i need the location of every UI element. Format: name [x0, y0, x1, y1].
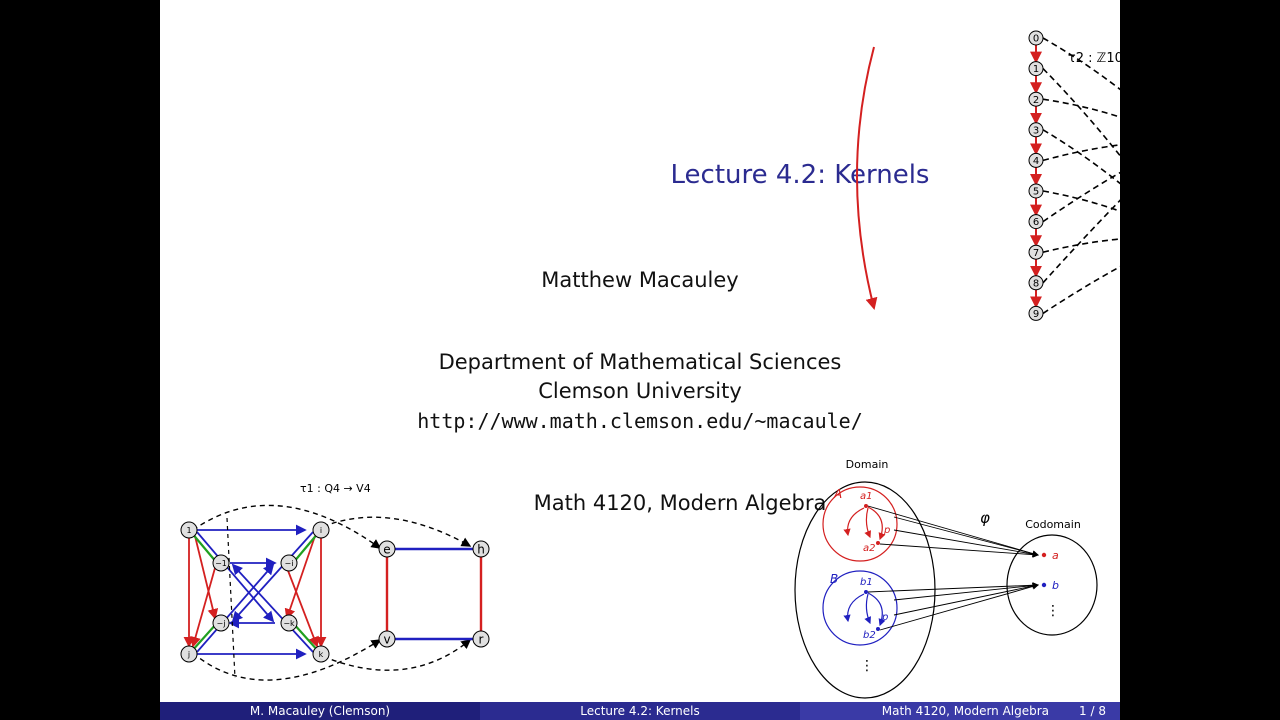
footer-course: Math 4120, Modern Algebra — [881, 704, 1050, 718]
z10-node-5: 5 — [1028, 183, 1044, 199]
svg-text:5: 5 — [1033, 187, 1039, 198]
svg-text:−i: −i — [285, 559, 294, 568]
footer-author: M. Macauley (Clemson) — [160, 702, 480, 720]
footer-bar: M. Macauley (Clemson) Lecture 4.2: Kerne… — [160, 702, 1120, 720]
svg-text:i: i — [320, 526, 322, 535]
phi-diagram: Domain Codomain φ A B a1 a2 p b1 b2 p — [794, 458, 1098, 699]
department: Department of Mathematical Sciences — [438, 350, 842, 374]
v4-node-h: h — [472, 540, 490, 558]
v4-node-r: r — [472, 630, 490, 648]
svg-text:4: 4 — [1033, 156, 1039, 167]
codomain-ellipsis: ⋮ — [1046, 603, 1060, 619]
q4-node-6: j — [180, 645, 198, 663]
z10-node-1: 1 — [1028, 61, 1044, 77]
svg-text:−1: −1 — [215, 559, 227, 568]
svg-text:0: 0 — [1033, 34, 1039, 45]
z10-node-6: 6 — [1028, 214, 1044, 230]
q4-node-0: 1 — [180, 521, 198, 539]
tau1-label: τ1 : Q4 → V4 — [300, 482, 371, 495]
svg-text:2: 2 — [1033, 95, 1039, 106]
svg-text:6: 6 — [1033, 217, 1039, 228]
footer-course-section: Math 4120, Modern Algebra 1 / 8 — [800, 702, 1120, 720]
phi-label: φ — [980, 509, 990, 527]
v4-node-v: v — [378, 630, 396, 648]
domain-label: Domain — [846, 458, 889, 471]
q4-node-7: k — [312, 645, 330, 663]
svg-text:h: h — [477, 542, 485, 556]
svg-text:9: 9 — [1033, 309, 1039, 320]
z10-node-4: 4 — [1028, 152, 1044, 168]
z10-node-3: 3 — [1028, 122, 1044, 138]
svg-text:r: r — [479, 632, 484, 646]
set-a-label: A — [833, 487, 842, 501]
svg-text:e: e — [383, 542, 390, 556]
footer-page[interactable]: 1 / 8 — [1079, 704, 1106, 718]
svg-text:7: 7 — [1033, 248, 1039, 259]
q4-node-3: −i — [280, 554, 298, 572]
university: Clemson University — [538, 379, 742, 403]
tau1-diagram: τ1 : Q4 → V4 — [180, 482, 490, 681]
course-name: Math 4120, Modern Algebra — [533, 491, 827, 515]
slide-title: Lecture 4.2: Kernels — [670, 160, 930, 190]
svg-text:8: 8 — [1033, 278, 1039, 289]
svg-text:k: k — [319, 650, 324, 659]
author-name: Matthew Macauley — [541, 268, 739, 292]
p-red-label: p — [883, 525, 890, 536]
set-b-label: B — [830, 572, 838, 586]
z10-node-0: 0 — [1028, 30, 1044, 46]
q4-node-5: −k — [280, 614, 298, 632]
codomain-label: Codomain — [1025, 518, 1081, 531]
svg-text:−k: −k — [283, 619, 295, 628]
footer-title: Lecture 4.2: Kernels — [480, 702, 800, 720]
homepage-link[interactable]: http://www.math.clemson.edu/~macaule/ — [417, 409, 863, 433]
z10-node-2: 2 — [1028, 91, 1044, 107]
domain-ellipsis: ⋮ — [860, 658, 874, 674]
svg-text:j: j — [187, 650, 190, 659]
q4-node-4: −j — [212, 614, 230, 632]
svg-text:1: 1 — [1033, 64, 1039, 75]
a-label: a — [1052, 549, 1059, 562]
svg-text:−j: −j — [217, 619, 226, 628]
z10-node-9: 9 — [1028, 305, 1044, 321]
z10-node-8: 8 — [1028, 275, 1044, 291]
v4-node-e: e — [378, 540, 396, 558]
tau2-label: τ2 : ℤ10 → ℤ6 — [1068, 51, 1120, 66]
slide: Lecture 4.2: Kernels Matthew Macauley De… — [160, 0, 1120, 720]
b1-label: b1 — [860, 577, 873, 588]
svg-text:1: 1 — [186, 526, 191, 535]
svg-text:3: 3 — [1033, 125, 1039, 136]
a1-label: a1 — [860, 491, 873, 502]
q4-node-2: −1 — [212, 554, 230, 572]
q4-node-1: i — [312, 521, 330, 539]
z10-node-7: 7 — [1028, 244, 1044, 260]
p-blue-label: p — [881, 612, 888, 623]
b-label: b — [1052, 579, 1059, 592]
b2-label: b2 — [863, 630, 876, 641]
a2-label: a2 — [863, 543, 876, 554]
svg-text:v: v — [383, 632, 390, 646]
